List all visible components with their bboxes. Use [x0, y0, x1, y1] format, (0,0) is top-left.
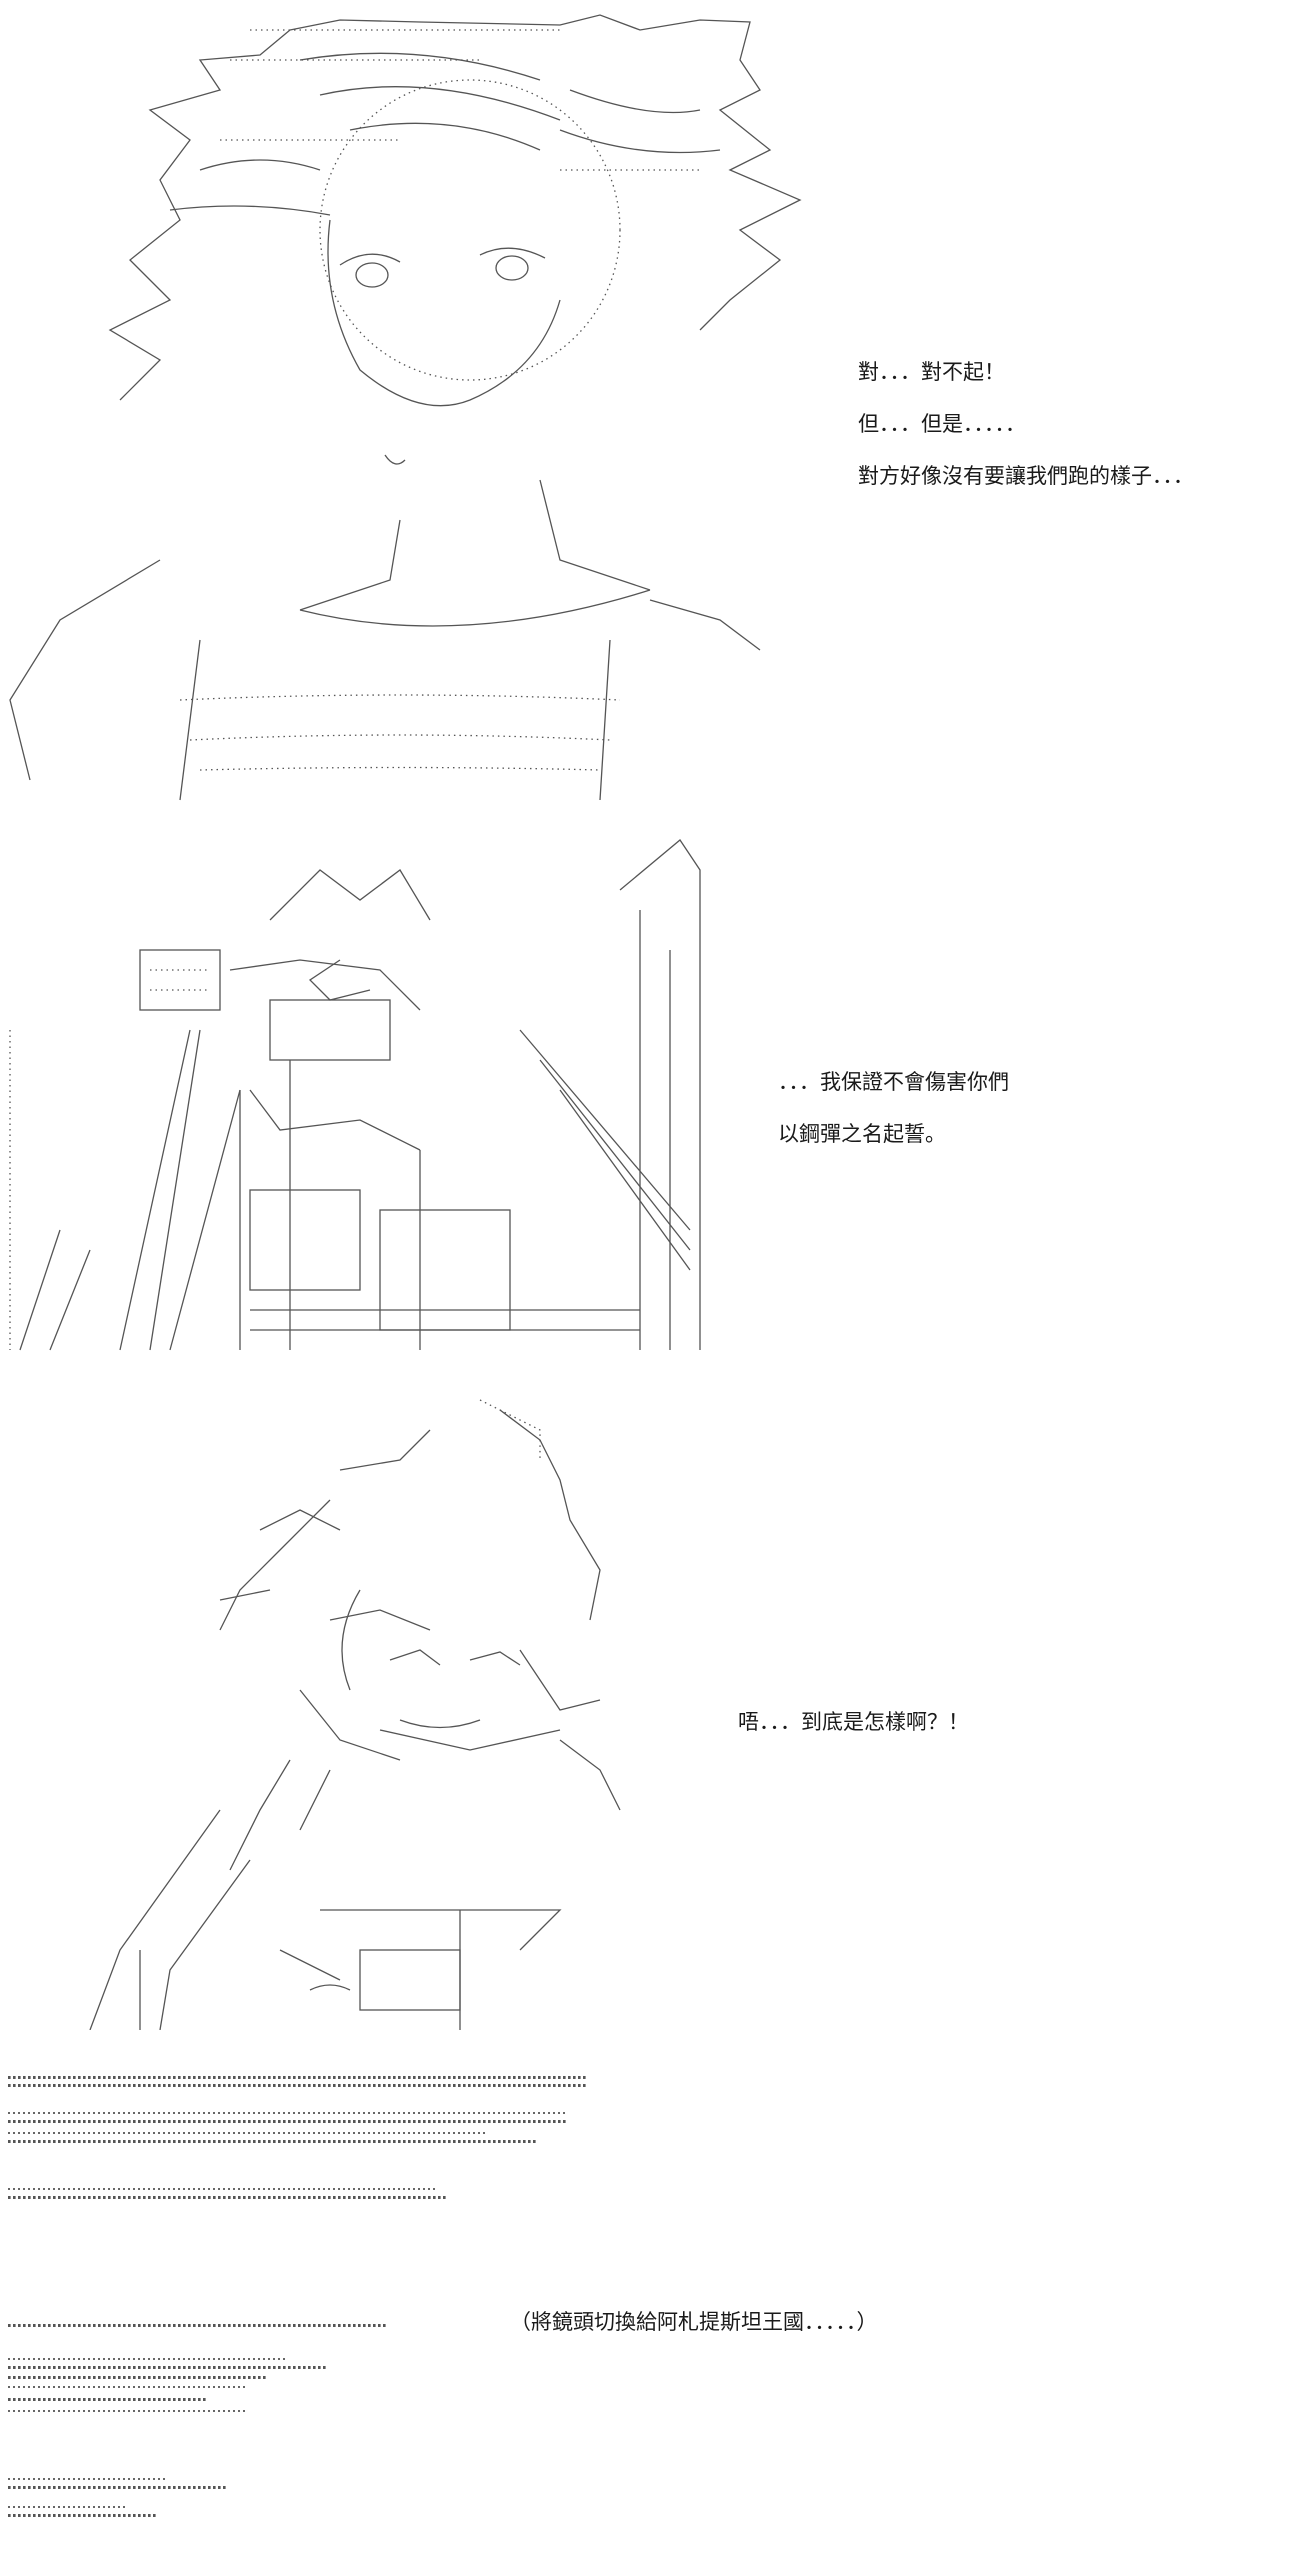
filler-line — [8, 2514, 158, 2517]
filler-line — [8, 2324, 388, 2327]
filler-line — [8, 2506, 128, 2508]
filler-line — [8, 2376, 268, 2379]
filler-line — [8, 2358, 288, 2360]
filler-line — [8, 2410, 248, 2412]
dialogue-line: 以鋼彈之名起誓。 — [778, 1122, 946, 1146]
ascii-art-character-1 — [9, 14, 802, 801]
filler-line — [8, 2196, 448, 2199]
filler-line — [8, 2386, 248, 2388]
filler-line — [8, 2398, 208, 2401]
filler-line — [8, 2478, 168, 2480]
filler-line — [8, 2486, 228, 2489]
filler-line — [8, 2366, 328, 2369]
ascii-art-mecha-scene — [9, 839, 701, 1351]
filler-line — [8, 2120, 568, 2123]
ascii-art-character-3 — [89, 1399, 621, 2030]
dialogue-line: 唔．．．到底是怎樣啊？！ — [738, 1710, 969, 1734]
dialogue-line: 但．．．但是．．．．． — [858, 412, 1026, 436]
panel-1: 對．．．對不起！ 但．．．但是．．．．． 對方好像沒有要讓我們跑的樣子．．． — [0, 0, 1300, 820]
dialogue-line: 對方好像沒有要讓我們跑的樣子．．． — [858, 464, 1194, 488]
filler-line — [8, 2132, 488, 2134]
panel-3: 唔．．．到底是怎樣啊？！ — [0, 1390, 1300, 2030]
filler-line — [8, 2084, 588, 2087]
narration-text: （將鏡頭切換給阿札提斯坦王國．．．．．） — [510, 2310, 878, 2334]
panel-2: ．．．我保證不會傷害你們 以鋼彈之名起誓。 — [0, 830, 1300, 1360]
filler-line — [8, 2140, 538, 2143]
dialogue-line: ．．．我保證不會傷害你們 — [778, 1070, 1009, 1094]
filler-line — [8, 2076, 588, 2079]
dialogue-line: 對．．．對不起！ — [858, 360, 1005, 384]
filler-line — [8, 2188, 438, 2190]
filler-line — [8, 2112, 568, 2114]
